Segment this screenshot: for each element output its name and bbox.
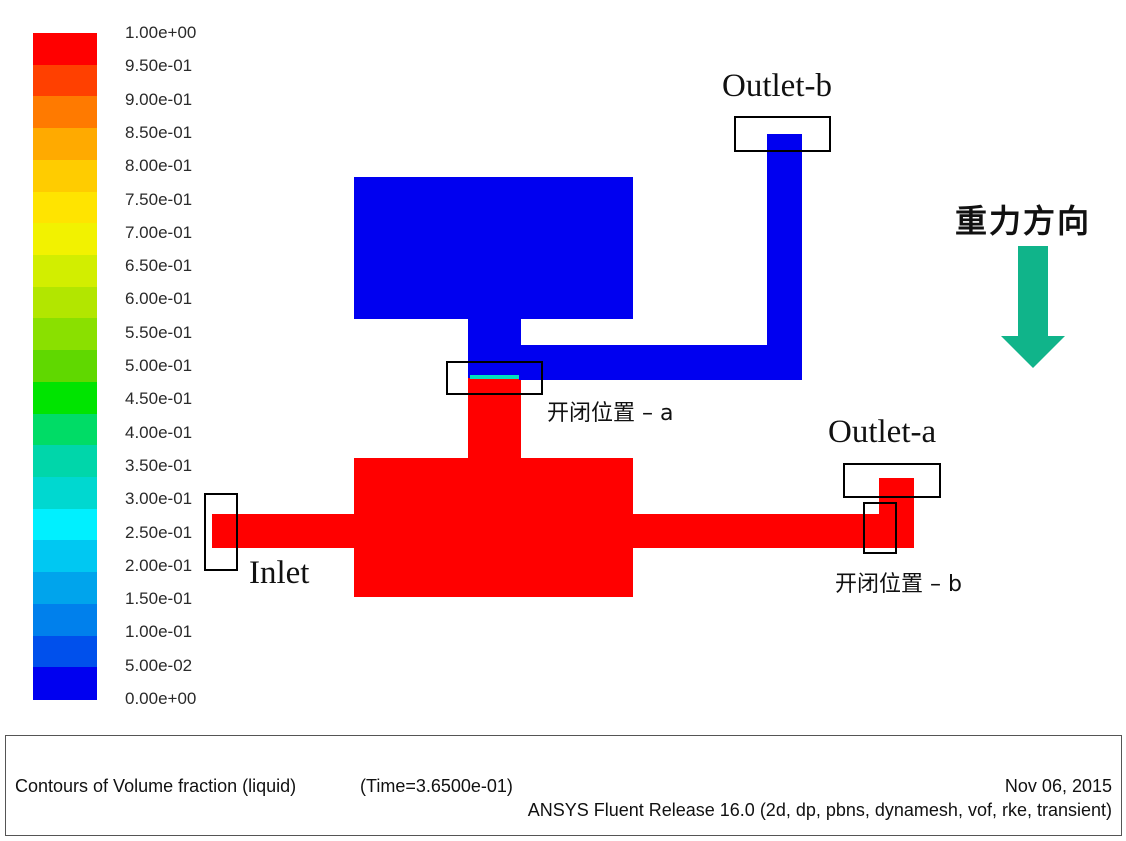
outlet-b-label: Outlet-b bbox=[722, 68, 832, 104]
color-scale-swatch bbox=[33, 96, 97, 129]
color-scale-tick-label: 3.00e-01 bbox=[125, 489, 193, 509]
lower-chamber bbox=[354, 458, 633, 597]
color-scale-tick-label: 1.00e+00 bbox=[125, 23, 197, 42]
upper-neck bbox=[468, 317, 521, 378]
color-scale-swatch bbox=[33, 350, 97, 383]
color-scale-tick-label: 8.00e-01 bbox=[125, 156, 193, 176]
color-scale-tick-label: 2.00e-01 bbox=[125, 555, 193, 575]
color-scale-tick-label: 5.00e-02 bbox=[125, 655, 193, 675]
color-scale-swatch bbox=[33, 445, 97, 478]
inlet-label: Inlet bbox=[249, 555, 310, 591]
time-readout: (Time=3.6500e-01) bbox=[360, 776, 513, 796]
color-scale-tick-label: 6.00e-01 bbox=[125, 289, 193, 309]
color-scale-tick-label: 1.50e-01 bbox=[125, 589, 193, 609]
inlet-box bbox=[204, 493, 238, 571]
color-scale-tick-label: 6.50e-01 bbox=[125, 256, 193, 276]
color-scale-swatch bbox=[33, 318, 97, 351]
color-scale-swatch bbox=[33, 635, 97, 668]
color-scale-tick-label: 8.50e-01 bbox=[125, 122, 193, 142]
outlet-b-box bbox=[734, 116, 831, 152]
color-scale-tick-label: 4.00e-01 bbox=[125, 422, 193, 442]
position-a-label: 开闭位置 – a bbox=[547, 401, 674, 426]
color-scale-swatch bbox=[33, 128, 97, 161]
color-scale-swatch bbox=[33, 477, 97, 510]
outlet-b-pipe-horizontal bbox=[519, 345, 802, 380]
color-scale-bar bbox=[33, 33, 97, 700]
outlet-a-box bbox=[843, 463, 941, 498]
color-scale-tick-label: 9.50e-01 bbox=[125, 56, 193, 76]
color-scale-tick-label: 5.00e-01 bbox=[125, 356, 193, 375]
color-scale-tick-label: 7.50e-01 bbox=[125, 189, 193, 209]
color-scale-swatch bbox=[33, 223, 97, 256]
color-scale-swatch bbox=[33, 286, 97, 320]
gravity-arrow-icon bbox=[1001, 246, 1065, 368]
date-readout: Nov 06, 2015 bbox=[1004, 776, 1112, 796]
outlet-a-label: Outlet-a bbox=[828, 414, 937, 450]
color-scale-swatch bbox=[33, 413, 97, 446]
color-scale-tick-label: 9.00e-01 bbox=[125, 89, 193, 109]
color-scale-swatch bbox=[33, 159, 97, 193]
color-scale-tick-label: 5.50e-01 bbox=[125, 322, 193, 342]
color-scale-tick-label: 0.00e+00 bbox=[125, 689, 197, 708]
color-scale-swatch bbox=[33, 191, 97, 224]
color-scale-swatch bbox=[33, 64, 97, 98]
color-scale-swatch bbox=[33, 508, 97, 542]
color-scale-swatch bbox=[33, 667, 97, 700]
color-scale-tick-label: 7.00e-01 bbox=[125, 222, 193, 242]
color-scale-tick-label: 3.50e-01 bbox=[125, 455, 193, 475]
color-scale-swatch bbox=[33, 603, 97, 637]
upper-chamber bbox=[354, 177, 633, 319]
color-scale-swatch bbox=[33, 33, 97, 66]
color-scale-swatch bbox=[33, 540, 97, 573]
color-scale-tick-label: 4.50e-01 bbox=[125, 389, 193, 409]
color-scale-swatch bbox=[33, 381, 97, 415]
lower-neck bbox=[468, 378, 521, 460]
position-b-label: 开闭位置 – b bbox=[835, 572, 962, 597]
color-scale-swatch bbox=[33, 255, 97, 288]
outlet-b-pipe-vertical bbox=[767, 134, 802, 380]
inlet-pipe bbox=[212, 514, 357, 548]
color-scale-tick-label: 1.00e-01 bbox=[125, 622, 193, 642]
position-b-box bbox=[863, 502, 897, 554]
position-a-box bbox=[446, 361, 543, 395]
interface-line bbox=[470, 375, 519, 379]
release-info: ANSYS Fluent Release 16.0 (2d, dp, pbns,… bbox=[527, 800, 1112, 820]
contour-title: Contours of Volume fraction (liquid) bbox=[15, 776, 297, 796]
outlet-a-pipe-horizontal bbox=[631, 514, 914, 548]
color-scale-tick-label: 2.50e-01 bbox=[125, 522, 193, 542]
info-footer-panel: Contours of Volume fraction (liquid) (Ti… bbox=[5, 735, 1122, 836]
gravity-direction-label: 重力方向 bbox=[955, 202, 1092, 240]
color-scale-swatch bbox=[33, 572, 97, 605]
